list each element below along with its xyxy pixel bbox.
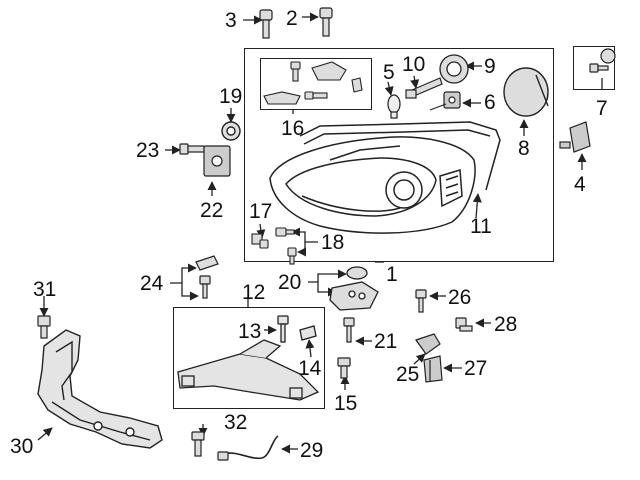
callout-20: 20	[278, 271, 302, 294]
leader-5	[384, 81, 394, 96]
callout-31: 31	[33, 278, 57, 301]
callout-9: 9	[484, 55, 496, 78]
callout-28: 28	[494, 313, 518, 336]
callout-17: 17	[249, 200, 273, 223]
callout-18: 18	[321, 231, 345, 254]
callout-22: 22	[200, 199, 224, 222]
callout-13: 13	[238, 320, 262, 343]
callout-27: 27	[464, 357, 488, 380]
callout-4: 4	[574, 173, 586, 196]
callout-19: 19	[219, 85, 243, 108]
leader-20b	[317, 282, 337, 297]
headlamp-body	[269, 121, 501, 234]
callout-23: 23	[136, 139, 160, 162]
leader-11	[472, 193, 482, 219]
bulb-holder-inset-box	[260, 58, 372, 110]
callout-21: 21	[374, 330, 398, 353]
leader-14	[305, 339, 315, 358]
callout-11: 11	[470, 215, 492, 238]
callout-3: 3	[225, 9, 237, 32]
leader-18b	[297, 242, 307, 257]
cap-kit-box	[573, 46, 615, 90]
bracket-kit-box	[173, 307, 325, 409]
callout-10: 10	[402, 53, 426, 76]
callout-32: 32	[224, 411, 248, 434]
callout-15: 15	[334, 392, 358, 415]
headlamp-assembly-box	[244, 48, 554, 262]
callout-7: 7	[596, 97, 608, 120]
callout-6: 6	[484, 91, 496, 114]
bracket-12	[177, 315, 320, 401]
callout-30: 30	[10, 435, 34, 458]
callout-25: 25	[396, 363, 420, 386]
callout-24: 24	[140, 272, 164, 295]
leader-25	[413, 353, 426, 365]
callout-16: 16	[281, 117, 305, 140]
callout-1: 1	[386, 263, 398, 286]
leader-30	[37, 427, 53, 441]
callout-12: 12	[242, 281, 266, 304]
leader-24b	[181, 283, 199, 301]
callout-2: 2	[286, 7, 298, 30]
callout-5: 5	[383, 61, 395, 84]
leader-24a	[170, 263, 197, 284]
bracket-30	[37, 329, 163, 449]
leader-18a	[291, 227, 318, 243]
callout-8: 8	[518, 137, 530, 160]
leader-20a	[308, 269, 347, 283]
callout-26: 26	[448, 286, 472, 309]
callout-29: 29	[300, 439, 324, 462]
leader-10	[410, 75, 420, 89]
callout-14: 14	[298, 357, 322, 380]
